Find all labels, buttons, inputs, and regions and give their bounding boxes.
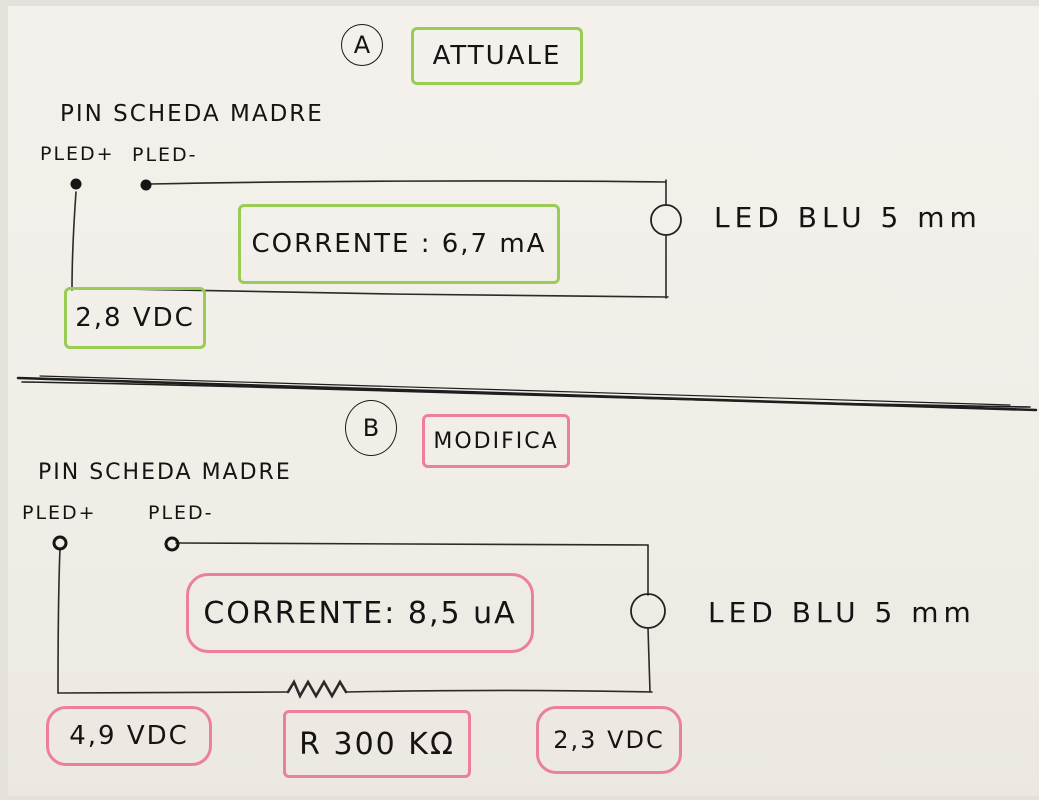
section-b-title: MODIFICA (422, 414, 570, 468)
led-b-symbol (630, 593, 666, 629)
pin-minus-label-a: PLED- (132, 144, 198, 166)
wire-a-left (71, 191, 77, 291)
resistor-box-b: R 300 KΩ (283, 710, 471, 778)
pin-minus-label-b: PLED- (148, 502, 214, 524)
section-b-marker: B (345, 400, 397, 456)
board-label-a: PIN SCHEDA MADRE (60, 101, 324, 127)
section-a-marker: A (341, 24, 383, 66)
wire-a-top (149, 180, 667, 185)
voltage-left-box-b: 4,9 VDC (46, 706, 212, 766)
pin-plus-label-b: PLED+ (22, 502, 97, 524)
current-box-a: CORRENTE : 6,7 mA (238, 204, 560, 284)
led-label-a: LED BLU 5 mm (714, 201, 982, 234)
current-box-b: CORRENTE: 8,5 uA (186, 573, 534, 653)
pin-a-minus-dot (140, 179, 152, 191)
pin-plus-label-a: PLED+ (40, 143, 115, 165)
voltage-right-box-b: 2,3 VDC (536, 706, 682, 774)
resistor-b-zigzag (286, 679, 348, 699)
wire-b-bottom-right (345, 689, 653, 693)
pin-a-plus-dot (70, 178, 82, 190)
led-label-b: LED BLU 5 mm (708, 596, 976, 629)
wire-b-right-lower (647, 627, 651, 693)
circuit-b (57, 542, 653, 699)
wire-b-top (175, 542, 649, 546)
voltage-box-a: 2,8 VDC (64, 287, 206, 349)
board-label-b: PIN SCHEDA MADRE (38, 460, 292, 485)
wire-b-bottom-left (57, 691, 289, 694)
led-a-symbol (650, 204, 682, 236)
section-a-title: ATTUALE (411, 27, 583, 85)
wire-b-left (57, 547, 61, 694)
pin-b-minus-dot (164, 536, 180, 552)
pin-b-plus-dot (52, 535, 68, 551)
section-divider (16, 375, 1038, 412)
